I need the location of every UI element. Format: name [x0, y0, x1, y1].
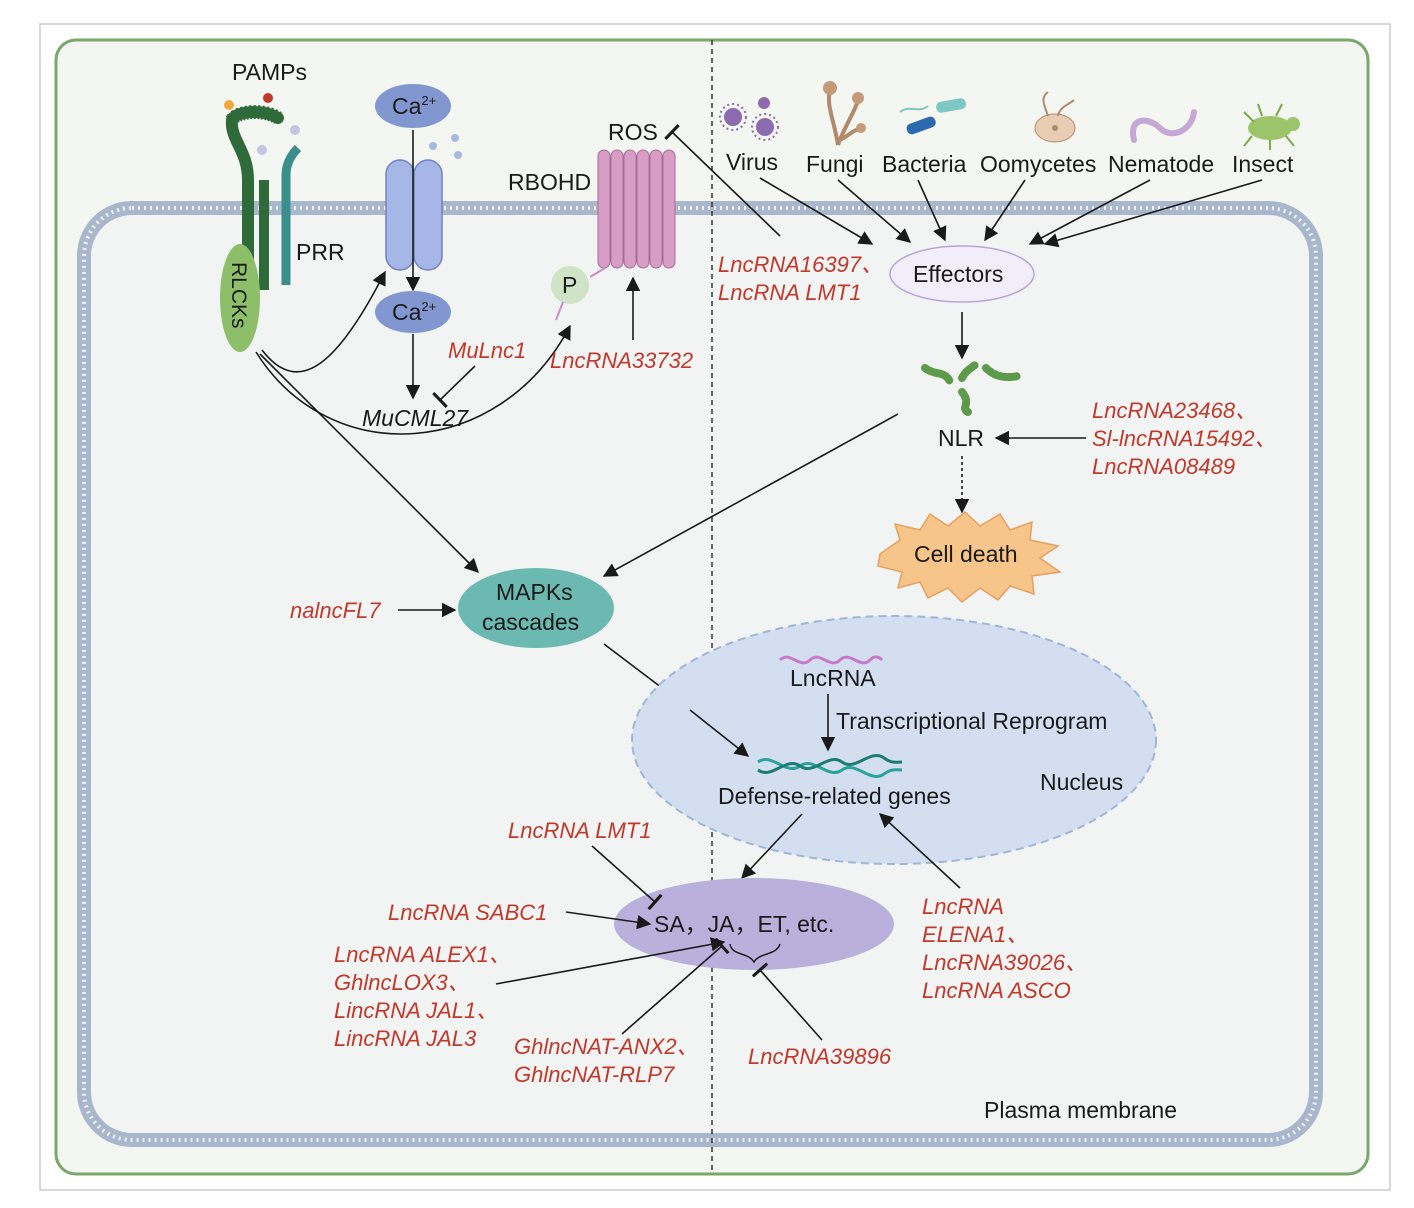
- alex-label-3: LincRNA JAL1、: [334, 998, 498, 1023]
- lncrna39896-label: LncRNA39896: [748, 1044, 892, 1069]
- anx-label-1: GhlncNAT-ANX2、: [514, 1034, 699, 1059]
- anx-label-2: GhlncNAT-RLP7: [514, 1062, 675, 1087]
- pathogen-nematode-label: Nematode: [1108, 151, 1214, 177]
- elena-label-4: LncRNA ASCO: [922, 978, 1071, 1003]
- prr-receptor-icon: [225, 105, 302, 296]
- lncrna-sabc1-label: LncRNA SABC1: [388, 900, 547, 925]
- cell-death-label: Cell death: [914, 541, 1018, 567]
- phospho-label: P: [562, 272, 577, 298]
- alex-label-1: LncRNA ALEX1、: [334, 942, 511, 967]
- pamp-dot: [290, 125, 300, 135]
- nucleus-lncrna-label: LncRNA: [790, 665, 876, 691]
- ros-label: ROS: [608, 119, 658, 145]
- elena-label-1: LncRNA: [922, 894, 1004, 919]
- effectors-node: [889, 245, 1035, 303]
- ca-bottom-node: [375, 291, 451, 333]
- pamp-dot: [263, 93, 273, 103]
- rlcks-shape: [220, 244, 260, 352]
- insect-icon: [1243, 103, 1300, 150]
- elena-label-2: ELENA1、: [922, 922, 1028, 947]
- pamp-dot: [257, 145, 267, 155]
- lncrna33732-label: LncRNA33732: [550, 348, 693, 373]
- pathogen-insect-label: Insect: [1232, 151, 1294, 177]
- defense-genes-label: Defense-related genes: [718, 783, 951, 809]
- plasma-membrane-label: Plasma membrane: [984, 1097, 1177, 1123]
- hormones-node: [614, 878, 894, 970]
- alex-label-2: GhlncLOX3、: [334, 970, 470, 995]
- nucleus: [631, 615, 1157, 865]
- nlr-lncrna-2: Sl-lncRNA15492、: [1092, 426, 1277, 451]
- nematode-icon: [1130, 109, 1197, 143]
- mulnc1-label: MuLnc1: [448, 338, 526, 363]
- ca-ion-dot: [429, 142, 437, 150]
- ca-ion-dot: [454, 151, 462, 159]
- hormones-label: SA，JA，ET, etc.: [654, 911, 834, 937]
- transcriptional-reprogram-label: Transcriptional Reprogram: [836, 708, 1107, 734]
- lncrna-lmt1-bottom-label: LncRNA LMT1: [508, 818, 651, 843]
- oomycete-icon: [1034, 91, 1076, 143]
- phospho-node: [551, 266, 589, 304]
- mapks-label-2: cascades: [482, 609, 579, 635]
- pamps-label: PAMPs: [232, 59, 307, 85]
- pathogen-virus-label: Virus: [726, 149, 778, 175]
- fungi-icon: [823, 81, 866, 146]
- lncrna16397-label: LncRNA16397、: [718, 252, 883, 277]
- nlr-protein-icon: [921, 360, 1022, 416]
- rbohd-channel-icon: [597, 149, 676, 269]
- rlcks-label: RLCKs: [227, 262, 250, 329]
- ca-top-node: [375, 84, 451, 128]
- ca-ion-dot: [451, 134, 459, 142]
- virus-icon: [719, 97, 779, 141]
- alex-label-4: LincRNA JAL3: [334, 1026, 477, 1051]
- pamp-dot: [224, 100, 234, 110]
- pathogen-bacteria-label: Bacteria: [882, 151, 967, 177]
- pathogen-fungi-label: Fungi: [806, 151, 864, 177]
- cell-death-burst: [877, 511, 1062, 603]
- ja-et-brace: [729, 943, 781, 964]
- dna-helix-icon: [757, 754, 903, 778]
- nlr-label: NLR: [938, 425, 984, 451]
- calcium-channel-icon: [385, 159, 443, 271]
- rbohd-label: RBOHD: [508, 169, 591, 195]
- pathogen-oomycetes-label: Oomycetes: [980, 151, 1096, 177]
- effectors-label: Effectors: [913, 261, 1003, 287]
- prr-label: PRR: [296, 239, 345, 265]
- lncrna-strand-icon: [778, 655, 884, 665]
- mapks-label-1: MAPKs: [496, 579, 573, 605]
- nlr-lncrna-3: LncRNA08489: [1092, 454, 1235, 479]
- nalncfl7-label: nalncFL7: [290, 598, 381, 623]
- nucleus-label: Nucleus: [1040, 769, 1123, 795]
- ca-bottom-label: Ca2+: [392, 299, 436, 325]
- elena-label-3: LncRNA39026、: [922, 950, 1087, 975]
- mapks-node: [458, 568, 614, 648]
- bacteria-icon: [899, 98, 967, 135]
- lncrna-lmt1-top-label: LncRNA LMT1: [718, 280, 861, 305]
- nlr-lncrna-1: LncRNA23468、: [1092, 398, 1257, 423]
- ca-top-label: Ca2+: [392, 93, 436, 119]
